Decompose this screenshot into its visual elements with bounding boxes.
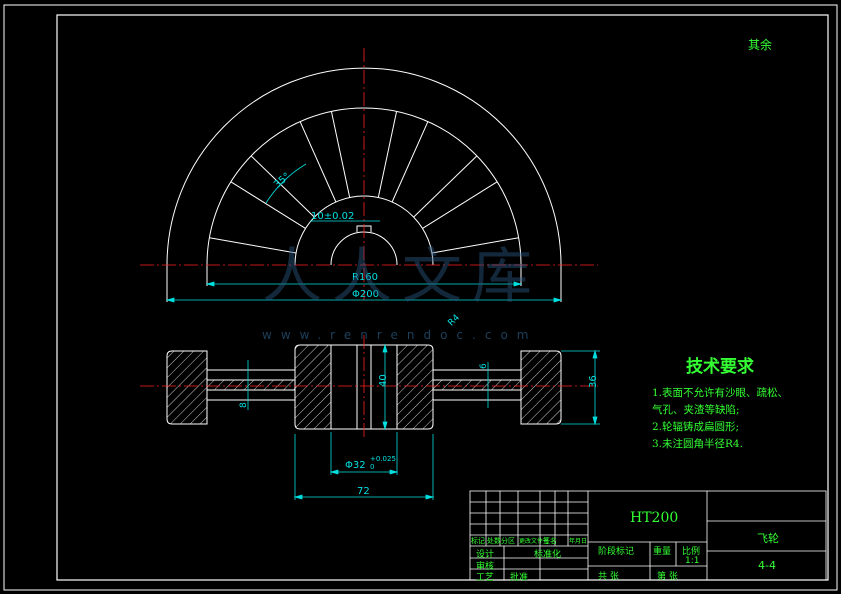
- dim-bore-height: 40: [378, 374, 389, 387]
- tb-review: 审核: [476, 562, 495, 572]
- tb-material: HT200: [630, 510, 679, 526]
- spoke-line-5: [377, 111, 398, 198]
- dim-bore-diameter: Φ32: [345, 460, 366, 471]
- tb-standardization: 标准化: [534, 550, 562, 560]
- spoke-line-0: [209, 237, 297, 254]
- spoke-line-1: [230, 181, 306, 229]
- spoke-line-8: [422, 181, 498, 229]
- spoke-line-2: [250, 155, 315, 218]
- spoke-line-6: [391, 121, 429, 203]
- section-view: [166, 344, 562, 430]
- inner-frame: [56, 14, 829, 581]
- tb-scale-value: 1:1: [685, 556, 700, 566]
- dim-key-tolerance: 10±0.02: [311, 211, 354, 222]
- tb-weight-label: 重量: [653, 547, 672, 557]
- hub-left-section: [294, 344, 332, 430]
- tb-scale-label: 比例: [682, 547, 701, 557]
- dim-hub-width: 72: [357, 486, 370, 497]
- dim-bore-tol-lower: 0: [370, 463, 374, 471]
- corner-note: 其余: [748, 38, 773, 52]
- dim-radius: R160: [352, 272, 378, 283]
- spoke-line-7: [413, 155, 478, 218]
- dim-diameter: Φ200: [352, 289, 379, 300]
- dim-bore-tol-upper: +0.025: [370, 455, 396, 463]
- spoke-line-9: [431, 237, 519, 254]
- notes-title: 技术要求: [686, 357, 754, 377]
- left-rim-section: [166, 350, 208, 425]
- tb-mark-5: 年月日: [569, 538, 588, 545]
- top-view: [166, 67, 562, 302]
- top-view-dimensions: [165, 163, 563, 303]
- dim-thickness-right: 6: [479, 363, 489, 369]
- spoke-line-3: [299, 121, 337, 203]
- dim-thickness-left: 8: [239, 402, 249, 408]
- tb-sheet-num: 第 张: [657, 572, 678, 582]
- spoke-line-4: [330, 111, 351, 198]
- notes-item-4: 3.未注圆角半径R4.: [652, 438, 743, 450]
- tb-mark-4: 签名: [543, 537, 557, 545]
- notes-item-2: 气孔、夹渣等缺陷;: [652, 404, 740, 416]
- notes-item-1: 1.表面不允许有沙眼、疏松、: [652, 387, 789, 399]
- technical-requirements: 技术要求 1.表面不允许有沙眼、疏松、 气孔、夹渣等缺陷; 2.轮辐铸成扁圆形;…: [652, 352, 832, 453]
- tb-process: 工艺: [476, 573, 495, 583]
- tb-part-name: 飞轮: [757, 532, 779, 545]
- outer-frame: [3, 4, 838, 591]
- tb-mark-2: 分区: [501, 537, 515, 545]
- tb-mark-1: 处数: [487, 537, 501, 545]
- right-rim-section: [520, 350, 562, 425]
- tb-mark-3: 更改文件号: [519, 538, 550, 545]
- hub-outer-arc: [294, 195, 434, 266]
- title-block-grid: [469, 490, 827, 581]
- rim-outer-arc: [166, 67, 562, 266]
- tb-sheet-total: 共 张: [598, 572, 619, 582]
- dim-rim-height: 36: [588, 375, 599, 388]
- dim-fillet: R4: [446, 313, 462, 329]
- tb-drawing-number: 4-4: [758, 559, 776, 572]
- tb-mark-0: 标记: [471, 537, 485, 545]
- notes-item-3: 2.轮辐铸成扁圆形;: [652, 421, 740, 433]
- tb-design: 设计: [476, 550, 495, 560]
- tb-stage-label: 阶段标记: [598, 547, 635, 557]
- web-left-hatch: [206, 379, 296, 391]
- dim-angle: 35°: [272, 171, 293, 191]
- web-right-hatch: [432, 379, 522, 391]
- section-dimensions: [247, 343, 600, 500]
- rim-inner-arc: [206, 107, 522, 266]
- spoke-lines: [209, 111, 519, 254]
- hub-right-section: [396, 344, 434, 430]
- tb-approve: 批准: [510, 573, 529, 583]
